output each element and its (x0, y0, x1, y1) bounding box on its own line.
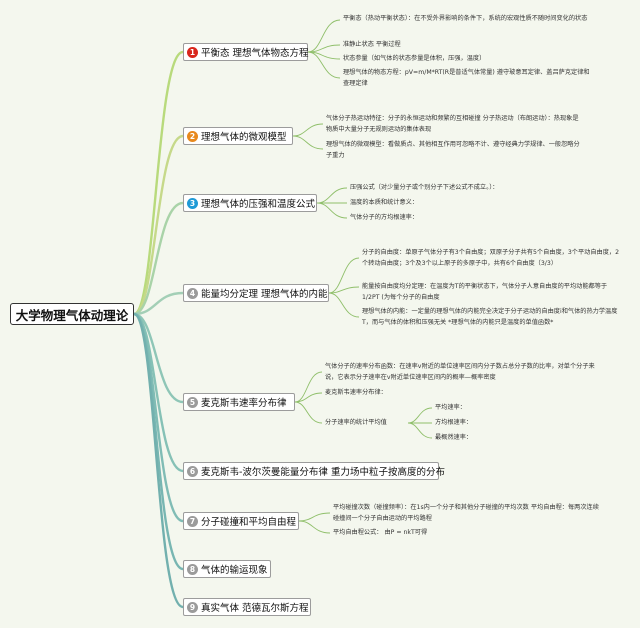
branch-t7-leaf-0 (298, 512, 331, 522)
leaf-state-equation: 理想气体的物态方程：pV=m/M*RT(R是普适气体常量) 遵守玻意耳定律、盖吕… (343, 69, 590, 87)
leaf-most-probable-speed: 最概然速率： (435, 434, 473, 441)
topic-2-label: 理想气体的微观模型 (201, 132, 287, 143)
badge-3: 3 (187, 197, 198, 209)
leaf-quasistatic: 准静止状态 平衡过程 (343, 41, 401, 48)
branch-t3-leaf-2 (316, 202, 348, 219)
topic-6-label: 麦克斯韦-波尔茨曼能量分布律 重力场中粒子按高度的分布 (201, 467, 445, 478)
topic-9-label: 真实气体 范德瓦尔斯方程 (201, 603, 309, 614)
branch-t4-leaf-0 (328, 257, 360, 294)
topic-9[interactable]: 9 真实气体 范德瓦尔斯方程 (183, 598, 311, 616)
branch-t2-leaf-0 (292, 123, 324, 137)
branch-t5-avg-2 (407, 422, 433, 439)
leaf-state-params: 状态参量（如气体的状态参量是体积，压强，温度） (343, 55, 486, 62)
badge-7: 7 (187, 515, 198, 527)
badge-9: 9 (187, 601, 198, 613)
branch-t5-leaf-2 (294, 401, 323, 424)
topic-6[interactable]: 6 麦克斯韦-波尔茨曼能量分布律 重力场中粒子按高度的分布 (183, 462, 445, 480)
branch-t5-leaf-1 (294, 392, 323, 403)
topic-1[interactable]: 1 平衡态 理想气体物态方程 (183, 43, 309, 61)
topic-4[interactable]: 4 能量均分定理 理想气体的内能 (183, 284, 329, 302)
leaf-rms-speed-avg: 方均根速率： (435, 419, 473, 426)
leaf-equilibrium: 平衡态（热动平衡状态）：在不受外界影响的条件下，系统的宏观性质不随时间变化的状态 (343, 15, 588, 22)
branch-t4-leaf-2 (328, 292, 360, 318)
topic-7[interactable]: 7 分子碰撞和平均自由程 (183, 512, 299, 530)
topic-5[interactable]: 5 麦克斯韦速率分布律 (183, 393, 295, 411)
topic-8-label: 气体的输运现象 (201, 565, 268, 576)
branch-t1-leaf-0 (307, 19, 341, 53)
badge-5: 5 (187, 396, 198, 408)
leaf-speed-distribution: 气体分子的速率分布函数：在速率v附近的单位速率区间内分子数占总分子数的比率，对单… (325, 363, 595, 381)
badge-8: 8 (187, 563, 198, 575)
branch-t1-leaf-3 (307, 51, 341, 79)
branch-t4-leaf-1 (328, 286, 360, 294)
topic-3-label: 理想气体的压强和温度公式 (201, 199, 316, 210)
branch-t2-leaf-1 (292, 135, 324, 150)
branch-topic-3 (133, 201, 184, 316)
leaf-rms-speed: 气体分子的方均根速率： (350, 214, 419, 221)
topic-1-label: 平衡态 理想气体物态方程 (201, 48, 309, 59)
leaf-thermal-motion: 气体分子热运动特征：分子的永恒运动和频繁的互相碰撞 分子热运动（布朗运动）：热现… (326, 115, 579, 133)
leaf-maxwell-law: 麦克斯韦速率分布律： (325, 389, 387, 396)
topic-2[interactable]: 2 理想气体的微观模型 (183, 127, 293, 145)
branch-t5-leaf-0 (294, 371, 323, 403)
topic-5-label: 麦克斯韦速率分布律 (201, 398, 287, 409)
branch-t3-leaf-0 (316, 187, 348, 204)
leaf-free-path-formula: 平均自由程公式： 由P = nkT可得 (333, 529, 428, 536)
badge-6: 6 (187, 465, 198, 477)
topic-7-label: 分子碰撞和平均自由程 (201, 517, 297, 528)
badge-4: 4 (187, 287, 198, 299)
leaf-micro-model: 理想气体的微观模型：看做质点、其他相互作用可忽略不计、遵守经典力学规律、一般忽略… (326, 141, 580, 159)
branch-topic-6 (133, 312, 184, 473)
badge-1: 1 (187, 46, 198, 58)
branch-topic-9 (133, 312, 184, 609)
leaf-mean-speed: 平均速率： (435, 404, 466, 411)
badge-2: 2 (187, 130, 198, 142)
leaf-collision-frequency: 平均碰撞次数（碰撞频率）：在1s内一个分子和其他分子碰撞的平均次数 平均自由程：… (333, 504, 599, 522)
branch-topic-1 (133, 50, 184, 316)
branch-topic-2 (133, 134, 184, 316)
topic-8[interactable]: 8 气体的输运现象 (183, 560, 271, 578)
leaf-degrees-of-freedom: 分子的自由度：单原子气体分子有3个自由度；双原子分子共有5个自由度，3个平动自由… (362, 249, 620, 267)
leaf-statistical-averages: 分子速率的统计平均值 (325, 419, 387, 426)
topic-3[interactable]: 3 理想气体的压强和温度公式 (183, 194, 317, 212)
root-topic[interactable]: 大学物理气体动理论 (10, 303, 134, 325)
leaf-equipartition: 能量按自由度均分定理：在温度为T的平衡状态下，气体分子人意自由度的平均动能都等于… (362, 283, 608, 301)
leaf-internal-energy: 理想气体的内能：一定量的理想气体的内能完全决定于分子运动的自由度i和气体的热力学… (362, 308, 618, 326)
leaf-temperature: 温度的本质和统计意义： (350, 199, 419, 206)
branch-t7-leaf-1 (298, 520, 331, 534)
topic-4-label: 能量均分定理 理想气体的内能 (201, 289, 328, 300)
branch-topic-4 (133, 291, 184, 316)
leaf-pressure: 压强公式（对少量分子或个别分子下述公式不成立。）： (350, 184, 499, 191)
